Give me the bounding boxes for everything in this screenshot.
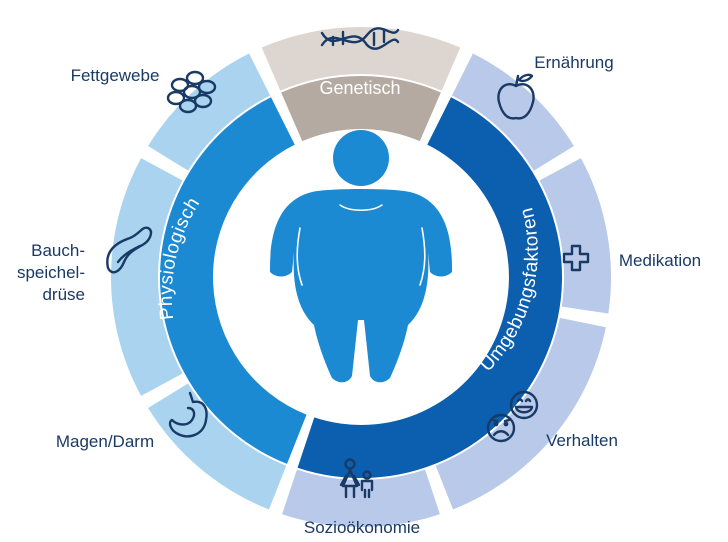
label-bauch-line3: drüse <box>42 285 85 304</box>
dna-icon <box>320 27 400 50</box>
label-verhalten: Verhalten <box>546 431 618 450</box>
segment-outer-medikation <box>539 158 612 314</box>
label-magen-darm: Magen/Darm <box>56 432 154 451</box>
segment-outer-ernaehrung <box>451 53 574 171</box>
family-icon <box>339 458 374 499</box>
segment-outer-bauchspeicheldruese <box>110 158 183 396</box>
obese-figure-icon <box>270 130 452 383</box>
pancreas-icon <box>106 226 153 274</box>
apple-icon <box>497 73 535 120</box>
fat-cells-icon <box>166 70 217 114</box>
segment-inner-umgebungsfaktoren <box>297 97 563 479</box>
label-ernaehrung: Ernährung <box>534 53 613 72</box>
segment-outer-fettgewebe <box>148 53 271 171</box>
label-medikation: Medikation <box>619 251 701 270</box>
segment-outer-verhalten <box>435 317 606 510</box>
ring-segments <box>110 26 612 528</box>
segment-outer-soziooekonomie <box>282 469 440 528</box>
segment-label-genetisch: Genetisch <box>319 78 400 98</box>
segment-outer-magen-darm <box>148 383 287 510</box>
segment-inner-genetisch <box>281 75 441 142</box>
label-soziooekonomie: Sozioökonomie <box>304 518 420 537</box>
segment-inner-physiologisch <box>159 97 307 464</box>
label-fettgewebe: Fettgewebe <box>71 66 160 85</box>
stomach-icon <box>168 391 208 438</box>
segment-outer-genetisch <box>261 26 461 91</box>
medical-cross-icon <box>562 244 590 272</box>
label-bauch-line1: Bauch- <box>31 241 85 260</box>
faces-icon <box>486 390 539 443</box>
label-bauch-line2: speichel- <box>17 263 85 282</box>
